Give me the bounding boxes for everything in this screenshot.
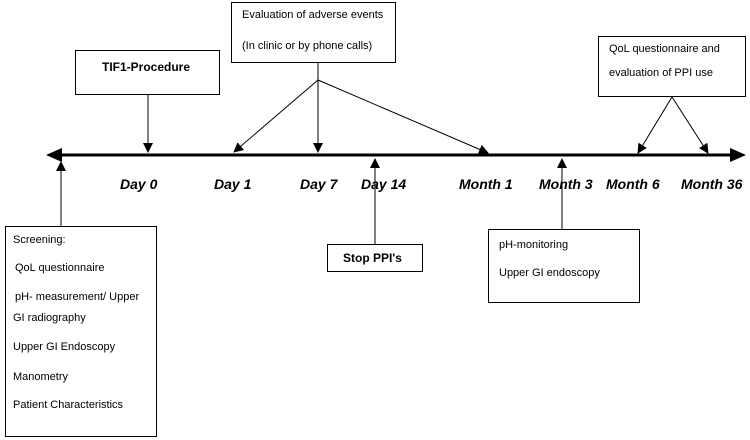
timeline-label-day-7: Day 7 — [300, 176, 338, 192]
screening-item: Manometry — [13, 371, 69, 383]
tif1-procedure-label: TIF1-Procedure — [102, 60, 191, 74]
timeline-label-day-14: Day 14 — [361, 176, 407, 192]
screening-box: Screening: QoL questionnaire pH- measure… — [5, 226, 157, 437]
qol-arrow-month6 — [637, 96, 673, 154]
qol-ppi-box: QoL questionnaire and evaluation of PPI … — [598, 36, 746, 97]
screening-item: pH- measurement/ Upper — [15, 291, 140, 303]
qol-ppi-line2: evaluation of PPI use — [609, 67, 713, 79]
screening-item: Patient Characteristics — [13, 399, 124, 411]
adverse-events-line2: (In clinic or by phone calls) — [242, 40, 373, 52]
timeline-label-day-0: Day 0 — [120, 176, 158, 192]
ph-monitoring-item: pH-monitoring — [499, 239, 569, 251]
screening-title: Screening: — [13, 234, 66, 246]
timeline-label-month-36: Month 36 — [681, 176, 743, 192]
adverse-arrow-month1 — [317, 79, 489, 155]
stop-ppi-box: Stop PPI's — [327, 244, 423, 272]
timeline-label-month-1: Month 1 — [459, 176, 513, 192]
upper-gi-endoscopy-item: Upper GI endoscopy — [499, 267, 600, 279]
timeline-label-day-1: Day 1 — [214, 176, 252, 192]
tif1-procedure-box: TIF1-Procedure — [75, 50, 220, 95]
timeline-label-month-3: Month 3 — [539, 176, 593, 192]
screening-item: Upper GI Endoscopy — [13, 341, 116, 353]
screening-item: GI radiography — [13, 312, 86, 324]
adverse-events-box: Evaluation of adverse events (In clinic … — [231, 2, 396, 63]
timeline-right-arrowhead — [730, 148, 746, 162]
stop-ppi-label: Stop PPI's — [343, 251, 402, 265]
timeline-label-month-6: Month 6 — [606, 176, 660, 192]
ph-monitoring-box: pH-monitoring Upper GI endoscopy — [488, 229, 640, 303]
timeline-left-arrowhead — [46, 148, 62, 162]
screening-item: QoL questionnaire — [15, 262, 105, 274]
qol-arrow-month36 — [671, 96, 709, 154]
qol-ppi-line1: QoL questionnaire and — [609, 43, 720, 55]
adverse-events-line1: Evaluation of adverse events — [242, 9, 384, 21]
adverse-arrow-day1 — [233, 79, 319, 153]
